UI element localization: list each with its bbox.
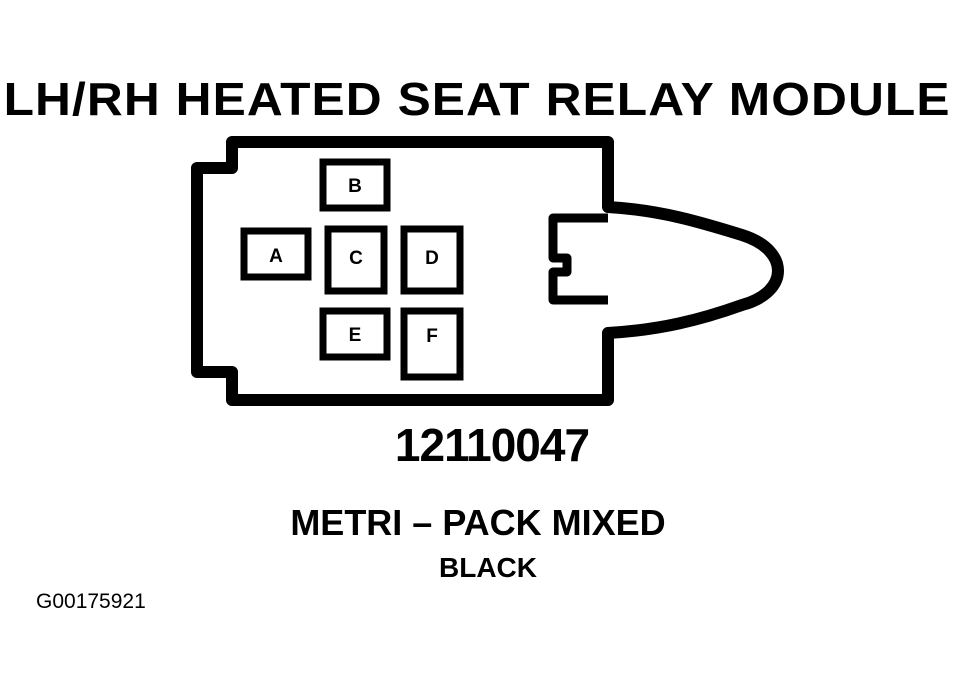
cavity-a: A xyxy=(240,227,312,281)
svg-text:A: A xyxy=(269,246,283,267)
diagram-title: LH/RH HEATED SEAT RELAY MODULE xyxy=(3,73,951,125)
svg-text:E: E xyxy=(349,325,362,346)
svg-text:C: C xyxy=(349,248,363,269)
svg-text:F: F xyxy=(426,326,438,347)
figure-id: G00175921 xyxy=(36,590,146,613)
connector-body-outline xyxy=(191,136,784,406)
svg-text:D: D xyxy=(425,248,439,269)
cavity-d: D xyxy=(400,225,464,295)
connector-color-label: BLACK xyxy=(439,552,537,583)
cavity-e: E xyxy=(319,307,391,361)
connector-latch-notch xyxy=(548,213,608,305)
cavity-b: B xyxy=(319,158,391,212)
svg-text:B: B xyxy=(348,176,362,197)
connector-part-number: 12110047 xyxy=(394,419,590,471)
cavity-f: F xyxy=(400,307,464,381)
connector-type-label: METRI – PACK MIXED xyxy=(290,502,666,543)
cavity-c: C xyxy=(324,225,388,295)
